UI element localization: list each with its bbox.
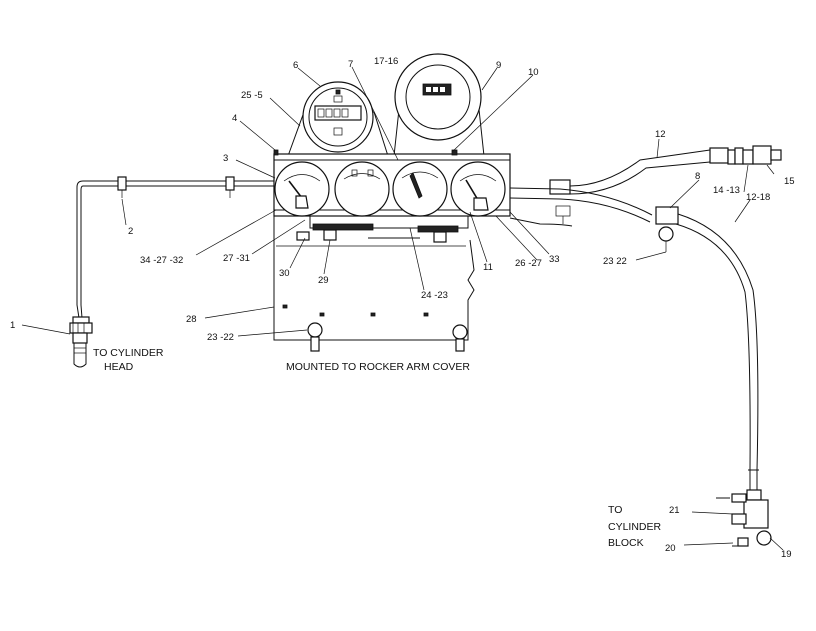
caption-cylinder-head-line2: HEAD	[104, 361, 134, 373]
callout-27-31: 27 -31	[223, 253, 250, 264]
temperature-sender-bulb	[69, 316, 93, 368]
callout-12-18: 12-18	[746, 192, 770, 203]
callout-19: 19	[781, 549, 792, 560]
callout-labels: 1 2 3 4 6 7 8 9 10 11 12 12-18 14 -13 15…	[10, 56, 795, 560]
leader-lines	[21, 66, 784, 551]
callout-30: 30	[279, 268, 290, 279]
callout-34-27-32: 34 -27 -32	[140, 255, 183, 266]
callout-3: 3	[223, 153, 228, 164]
callout-12: 12	[655, 129, 666, 140]
oil-line-tube	[569, 145, 782, 195]
hour-meter-gauge	[287, 81, 389, 157]
callout-21: 21	[669, 505, 680, 516]
captions: TO CYLINDER HEAD MOUNTED TO ROCKER ARM C…	[93, 347, 662, 549]
fuel-gauge	[450, 161, 506, 217]
callout-2: 2	[128, 226, 133, 237]
cylinder-head-sender-line	[76, 176, 276, 319]
callout-20: 20	[665, 543, 676, 554]
callout-29: 29	[318, 275, 329, 286]
callout-1: 1	[10, 320, 15, 331]
callout-4: 4	[232, 113, 237, 124]
caption-mounting: MOUNTED TO ROCKER ARM COVER	[286, 361, 470, 373]
rocker-cover-bracket	[273, 216, 475, 352]
oil-pressure-gauge	[392, 161, 448, 217]
temperature-sender-bulb-block	[716, 489, 772, 547]
callout-8: 8	[695, 171, 700, 182]
callout-23-22-bottom: 23 -22	[207, 332, 234, 343]
callout-23-22-right: 23 22	[603, 256, 627, 267]
callout-25-5: 25 -5	[241, 90, 263, 101]
ammeter-gauge	[334, 161, 390, 217]
mounting-plate	[296, 216, 469, 243]
callout-10: 10	[528, 67, 539, 78]
callout-11: 11	[483, 262, 493, 273]
callout-24-23: 24 -23	[421, 290, 448, 301]
callout-28: 28	[186, 314, 197, 325]
callout-17-16: 17-16	[374, 56, 398, 67]
callout-26-27: 26 -27	[515, 258, 542, 269]
callout-15: 15	[784, 176, 795, 187]
tachometer-gauge	[393, 53, 485, 157]
caption-cylinder-block-line2: CYLINDER	[608, 521, 662, 533]
temperature-gauge	[274, 161, 330, 217]
callout-33: 33	[549, 254, 560, 265]
callout-9: 9	[496, 60, 501, 71]
capillary-tube	[509, 179, 759, 490]
callout-6: 6	[293, 60, 298, 71]
caption-cylinder-head-line1: TO CYLINDER	[93, 347, 164, 359]
caption-cylinder-block-line3: BLOCK	[608, 537, 644, 549]
callout-14-13: 14 -13	[713, 185, 740, 196]
caption-cylinder-block-line1: TO	[608, 504, 622, 516]
callout-7: 7	[348, 59, 353, 70]
